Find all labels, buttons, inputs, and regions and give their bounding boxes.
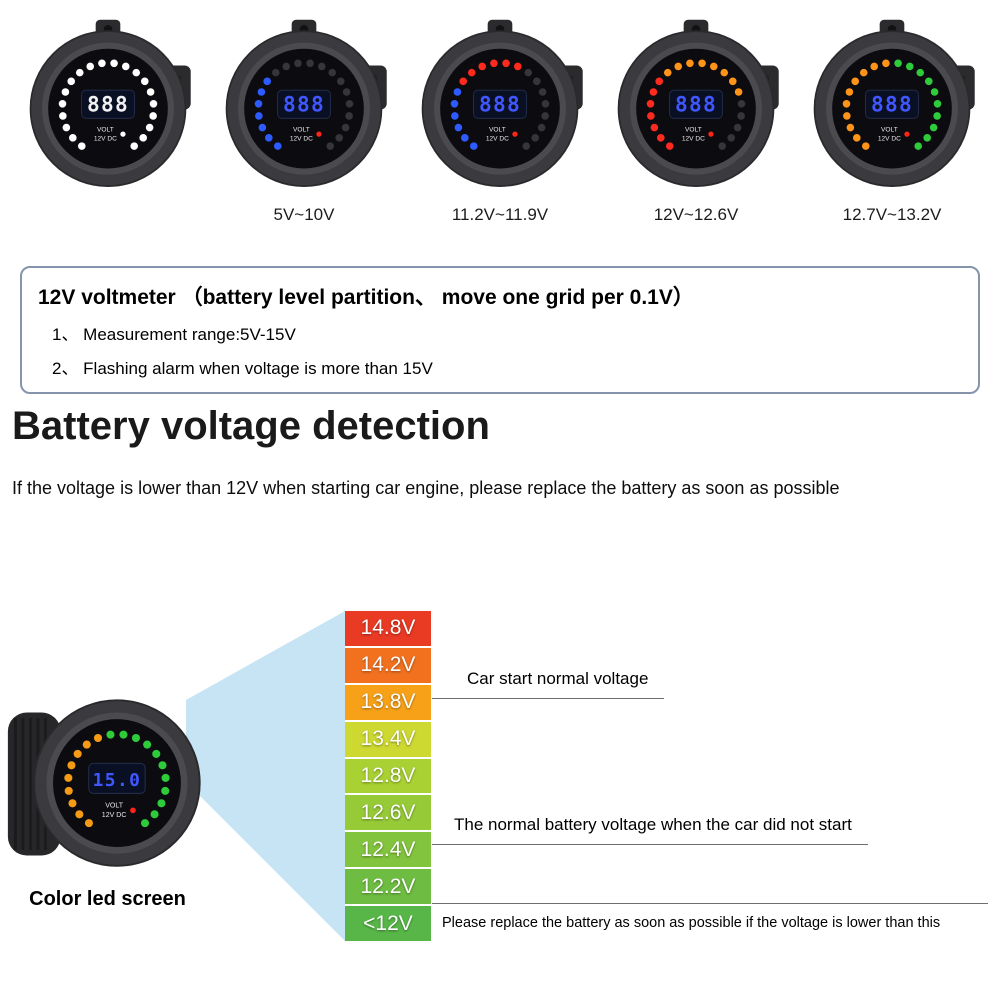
section-subheading: If the voltage is lower than 12V when st… (12, 478, 840, 498)
annotation-text: The normal battery voltage when the car … (432, 815, 868, 846)
svg-text:VOLT: VOLT (97, 126, 114, 133)
scale-row-label: 12.2V (360, 874, 416, 898)
scale-row-label: 12.6V (360, 800, 416, 824)
svg-text:12V DC: 12V DC (94, 135, 117, 142)
gauge-range-label: 12V~12.6V (653, 205, 739, 224)
svg-text:12V DC: 12V DC (102, 812, 127, 819)
spec-item-2: 2、 Flashing alarm when voltage is more t… (52, 359, 433, 378)
svg-text:VOLT: VOLT (105, 803, 124, 810)
svg-text:12V DC: 12V DC (682, 135, 705, 142)
gauge-range-label: 11.2V~11.9V (451, 205, 549, 224)
scale-row: 12.2V (345, 869, 431, 907)
annotation-normal-battery: The normal battery voltage when the car … (432, 757, 988, 903)
svg-text:888: 888 (675, 91, 717, 116)
scale-row: 12.4V (345, 832, 431, 870)
gauge-range-label: 12.7V~13.2V (842, 205, 942, 224)
svg-text:12V DC: 12V DC (878, 135, 901, 142)
svg-text:12V DC: 12V DC (486, 135, 509, 142)
svg-text:888: 888 (479, 91, 521, 116)
spec-box: 12V voltmeter （battery level partition、 … (20, 266, 980, 394)
scale-row: 14.8V (345, 611, 431, 648)
scale-row-label: 12.8V (360, 764, 416, 787)
color-led-gauge-label: Color led screen (29, 888, 186, 910)
scale-row: 13.8V (345, 684, 431, 722)
svg-text:888: 888 (871, 91, 913, 116)
spec-title: 12V voltmeter （battery level partition、 … (38, 286, 694, 309)
scale-row: <12V (345, 906, 431, 942)
scale-row: 12.6V (345, 795, 431, 833)
svg-text:VOLT: VOLT (489, 126, 506, 133)
scale-row-label: 14.8V (360, 616, 416, 640)
scale-row-label: 13.8V (360, 690, 416, 714)
scale-row-label: 12.4V (360, 837, 416, 861)
annotation-text: Please replace the battery as soon as po… (442, 914, 941, 931)
gauge-range-label: 5V~10V (273, 205, 335, 224)
annotation-text: Car start normal voltage (432, 669, 665, 700)
scale-row: 13.4V (345, 721, 431, 759)
svg-text:15.0: 15.0 (93, 770, 142, 791)
annotation-car-start: Car start normal voltage (432, 611, 988, 757)
svg-text:888: 888 (283, 91, 325, 116)
scale-row-label: <12V (363, 911, 413, 935)
scale-row-label: 14.2V (360, 653, 416, 677)
svg-text:888: 888 (87, 91, 129, 116)
scale-row-label: 13.4V (360, 727, 416, 751)
annotation-replace-battery: Please replace the battery as soon as po… (432, 903, 988, 941)
svg-text:12V DC: 12V DC (290, 135, 313, 142)
voltage-scale: 14.8V 14.2V 13.8V 13.4V 12.8V 12.6V 12.4V 12.2V… (345, 611, 431, 942)
svg-text:VOLT: VOLT (881, 126, 898, 133)
spec-item-1: 1、 Measurement range:5V-15V (52, 325, 296, 344)
scale-row: 14.2V (345, 647, 431, 685)
svg-text:VOLT: VOLT (685, 126, 702, 133)
scale-annotations: Car start normal voltage The normal batt… (432, 611, 988, 941)
scale-row: 12.8V (345, 758, 431, 796)
section-heading: Battery voltage detection (12, 404, 490, 448)
svg-text:VOLT: VOLT (293, 126, 310, 133)
